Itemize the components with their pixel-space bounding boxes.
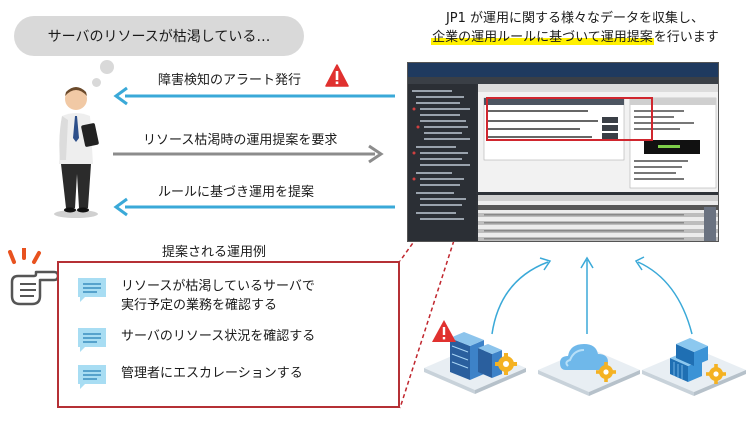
proposal-item-line1: リソースが枯渇しているサーバで	[121, 279, 315, 294]
proposal-item-text: サーバのリソース状況を確認する	[121, 327, 315, 346]
screenshot-highlight	[486, 97, 653, 141]
right-header-rest: を行います	[653, 30, 719, 45]
person-icon	[54, 87, 99, 218]
thought-bubble: サーバのリソースが枯渇している…	[14, 16, 304, 56]
right-header-line1: JP1 が運用に関する様々なデータを収集し、	[445, 11, 705, 26]
proposal-item-text: リソースが枯渇しているサーバで 実行予定の業務を確認する	[121, 277, 315, 315]
thought-dot-2	[92, 78, 101, 87]
finger-point-icon	[8, 248, 60, 306]
request-arrow	[113, 144, 384, 164]
alert-arrow-label: 障害検知のアラート発行	[158, 73, 302, 88]
screenshot-tree	[408, 84, 476, 241]
right-header-line2: 企業の運用ルールに基づいて運用提案を行います	[402, 28, 748, 47]
proposal-title: 提案される運用例	[162, 245, 267, 260]
thought-dot-1	[100, 60, 114, 74]
document-icon	[78, 328, 106, 352]
cloud-gear-icon	[538, 344, 640, 396]
proposal-item: リソースが枯渇しているサーバで 実行予定の業務を確認する	[77, 277, 315, 315]
server-gear-icon	[424, 320, 526, 394]
alert-arrow	[113, 86, 395, 106]
proposal-arrow-label: ルールに基づき運用を提案	[158, 185, 315, 200]
proposal-item: サーバのリソース状況を確認する	[77, 327, 315, 353]
screenshot-titlebar	[408, 63, 718, 77]
proposal-arrow	[113, 197, 395, 217]
screenshot-main-panel	[478, 84, 718, 192]
right-header: JP1 が運用に関する様々なデータを収集し、 企業の運用ルールに基づいて運用提案…	[402, 9, 748, 47]
container-gear-icon	[642, 338, 746, 396]
proposal-item-line1: サーバのリソース状況を確認する	[121, 329, 316, 344]
document-icon	[78, 365, 106, 389]
proposal-item-line2: 実行予定の業務を確認する	[121, 298, 278, 313]
proposal-box: リソースが枯渇しているサーバで 実行予定の業務を確認する サーバのリソース状況を…	[57, 261, 400, 408]
screenshot-menubar	[408, 77, 718, 84]
right-header-highlight: 企業の運用ルールに基づいて運用提案	[431, 30, 654, 45]
app-screenshot	[407, 62, 719, 242]
thought-text: サーバのリソースが枯渇している…	[47, 29, 271, 45]
alert-icon	[325, 64, 349, 87]
collect-arrows	[491, 256, 693, 335]
screenshot-event-list	[478, 195, 718, 241]
document-icon	[78, 278, 106, 302]
proposal-item: 管理者にエスカレーションする	[77, 364, 303, 390]
proposal-item-line1: 管理者にエスカレーションする	[121, 366, 303, 381]
request-arrow-label: リソース枯渇時の運用提案を要求	[143, 133, 338, 148]
proposal-item-text: 管理者にエスカレーションする	[121, 364, 303, 383]
